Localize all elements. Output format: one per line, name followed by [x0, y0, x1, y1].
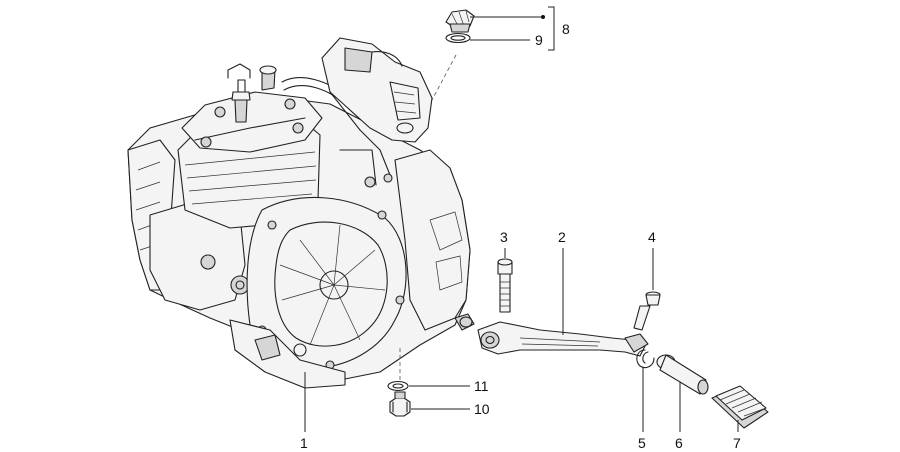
- drain-washer: [387, 380, 409, 392]
- callout-6: 6: [675, 435, 683, 451]
- kickstart-lever: [477, 321, 649, 357]
- circlip: [636, 349, 655, 369]
- oil-filler-cap: [445, 9, 475, 33]
- lever-pin: [633, 291, 661, 331]
- callout-labels: 1 2 3 4 5 6 7 8 9 10 11: [300, 21, 741, 451]
- rubber-pedal: [711, 385, 769, 429]
- filler-o-ring: [445, 32, 471, 44]
- callout-2: 2: [558, 229, 566, 245]
- callout-7: 7: [733, 435, 741, 451]
- callout-10: 10: [474, 401, 490, 417]
- callout-9: 9: [535, 32, 543, 48]
- filler-dash-line: [431, 54, 457, 101]
- callout-11: 11: [474, 378, 489, 394]
- drain-plug: [389, 391, 411, 417]
- callout-5: 5: [638, 435, 646, 451]
- pedal-shaft: [656, 354, 709, 395]
- callout-8: 8: [562, 21, 570, 37]
- callout-1: 1: [300, 435, 308, 451]
- callout-3: 3: [500, 229, 508, 245]
- engine-assembly: [127, 37, 475, 389]
- callout-4: 4: [648, 229, 656, 245]
- leader-lines: [304, 6, 739, 432]
- kickstart-bolt: [497, 258, 513, 313]
